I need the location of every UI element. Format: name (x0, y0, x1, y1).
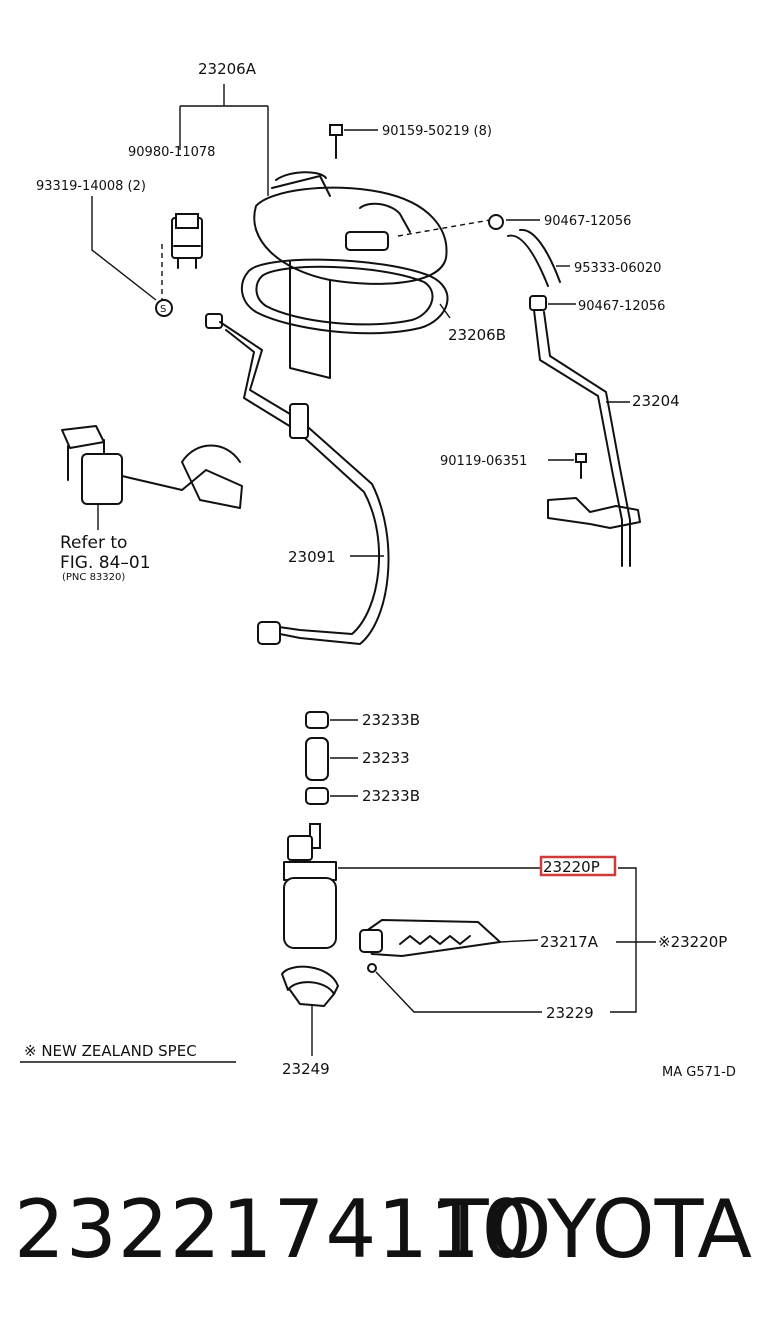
label-90980: 90980-11078 (128, 145, 215, 160)
cushion-23249: 23249 (281, 965, 339, 1078)
clip-23229: 23229 (367, 963, 594, 1022)
parts-diagram: 23206A 90159-50219 (8) 90980-11078 93319… (20, 60, 736, 1080)
label-23206A: 23206A (198, 60, 257, 78)
highlight-23220P (539, 855, 617, 877)
label-s: S (160, 304, 166, 315)
clamp-23233B-top: 23233B (305, 711, 420, 729)
hose-95333: 95333-06020 (507, 228, 661, 287)
connector-90980: 90980-11078 (128, 145, 215, 300)
clamp-90467-bottom: 90467-12056 (529, 295, 665, 314)
hose-23091: 23091 (205, 313, 390, 645)
label-23233B-top: 23233B (362, 711, 420, 729)
label-refer-pnc: (PNC 83320) (62, 572, 125, 583)
callout-23206A: 23206A (179, 60, 269, 196)
figure-code: MA G571-D (662, 1065, 736, 1080)
label-95333: 95333-06020 (574, 261, 661, 276)
gasket-23206B: 23206B (240, 258, 506, 344)
tube-23204: 23204 (533, 309, 680, 567)
label-90119: 90119-06351 (440, 454, 527, 469)
part-number: 2322174110 (14, 1183, 533, 1276)
screw-93319: 93319-14008 (2) S (36, 179, 173, 317)
footer-banner: 2322174110 TOYOTA (0, 1180, 768, 1290)
fuel-pump-23220P: 23220P (283, 823, 637, 1013)
label-23229: 23229 (546, 1004, 594, 1022)
filter-23217A: 23217A ※23220P (359, 919, 727, 957)
sender-plate (253, 171, 448, 379)
label-23249: 23249 (282, 1060, 330, 1078)
label-23217A: 23217A (540, 933, 599, 951)
label-90467-bottom: 90467-12056 (578, 299, 665, 314)
label-93319: 93319-14008 (2) (36, 179, 146, 194)
gauge-sender: Refer to FIG. 84–01 (PNC 83320) (60, 425, 243, 583)
label-23091: 23091 (288, 548, 336, 566)
label-nz-spec: ※ NEW ZEALAND SPEC (24, 1042, 197, 1060)
label-23220P-nz: ※23220P (658, 933, 727, 951)
label-23204: 23204 (632, 392, 680, 410)
nz-spec-note: ※ NEW ZEALAND SPEC (20, 1042, 236, 1063)
brand-name: TOYOTA (439, 1183, 752, 1276)
clamp-23233B-bottom: 23233B (305, 787, 420, 805)
label-90159: 90159-50219 (8) (382, 124, 492, 139)
bolt-90119: 90119-06351 (440, 453, 641, 529)
clamp-90467-top: 90467-12056 (488, 214, 631, 230)
label-23220P: 23220P (543, 858, 600, 876)
label-90467-top: 90467-12056 (544, 214, 631, 229)
label-23206B: 23206B (448, 326, 506, 344)
hose-23233: 23233 (305, 737, 410, 781)
bolt-90159: 90159-50219 (8) (329, 124, 492, 159)
label-23233: 23233 (362, 749, 410, 767)
label-23233B-bottom: 23233B (362, 787, 420, 805)
label-refer-to: Refer to (60, 533, 127, 553)
label-refer-fig: FIG. 84–01 (60, 553, 151, 573)
